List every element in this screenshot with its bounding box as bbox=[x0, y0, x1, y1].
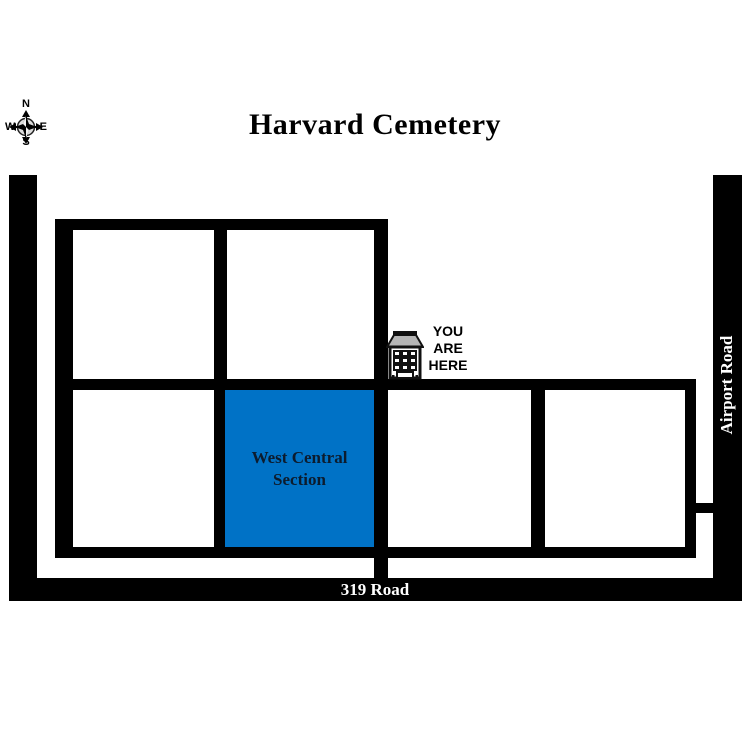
road-grid-right bbox=[685, 379, 696, 558]
you-are-here-line3: HERE bbox=[428, 357, 468, 373]
map-title: Harvard Cemetery bbox=[248, 108, 502, 141]
road-airport-connector bbox=[696, 503, 714, 513]
compass-rose-icon: N W E S bbox=[4, 96, 48, 154]
road-divider-east bbox=[531, 379, 545, 558]
airport-road-label: Airport Road bbox=[717, 335, 736, 435]
road-west-outer bbox=[9, 175, 37, 601]
road-divider-center bbox=[374, 219, 388, 578]
west-central-section: West Central Section bbox=[225, 390, 374, 547]
west-central-label-line2: Section bbox=[273, 469, 326, 489]
building-icon bbox=[386, 331, 424, 380]
compass-star-icon bbox=[9, 110, 43, 144]
you-are-here-line1: YOU bbox=[432, 323, 464, 339]
you-are-here-line2: ARE bbox=[433, 340, 463, 356]
road-319-label: 319 Road bbox=[340, 580, 410, 599]
road-airport bbox=[713, 175, 742, 601]
compass-north-label: N bbox=[22, 98, 30, 110]
road-319 bbox=[9, 578, 742, 601]
you-are-here-label: YOU ARE HERE bbox=[424, 323, 472, 374]
compass-east-label: E bbox=[39, 121, 47, 133]
road-divider-west bbox=[214, 219, 227, 558]
west-central-label-line1: West Central bbox=[251, 447, 348, 467]
